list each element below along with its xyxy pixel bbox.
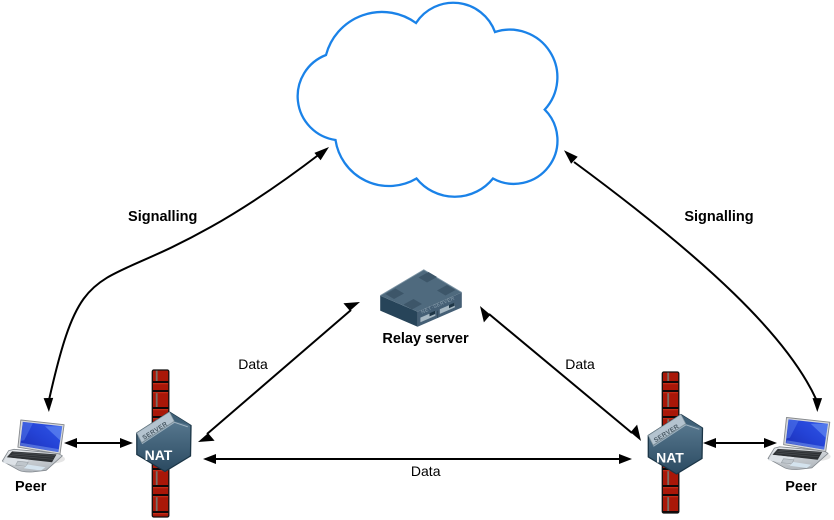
svg-text:Signalling: Signalling: [128, 209, 197, 225]
svg-text:Relay server: Relay server: [382, 331, 469, 347]
svg-text:Peer: Peer: [15, 479, 47, 495]
svg-text:Data: Data: [565, 356, 595, 372]
svg-text:Data: Data: [238, 356, 268, 372]
svg-text:Signalling: Signalling: [684, 209, 753, 225]
svg-text:Peer: Peer: [785, 479, 817, 495]
svg-text:NAT: NAT: [145, 447, 173, 463]
svg-text:Data: Data: [411, 463, 441, 479]
